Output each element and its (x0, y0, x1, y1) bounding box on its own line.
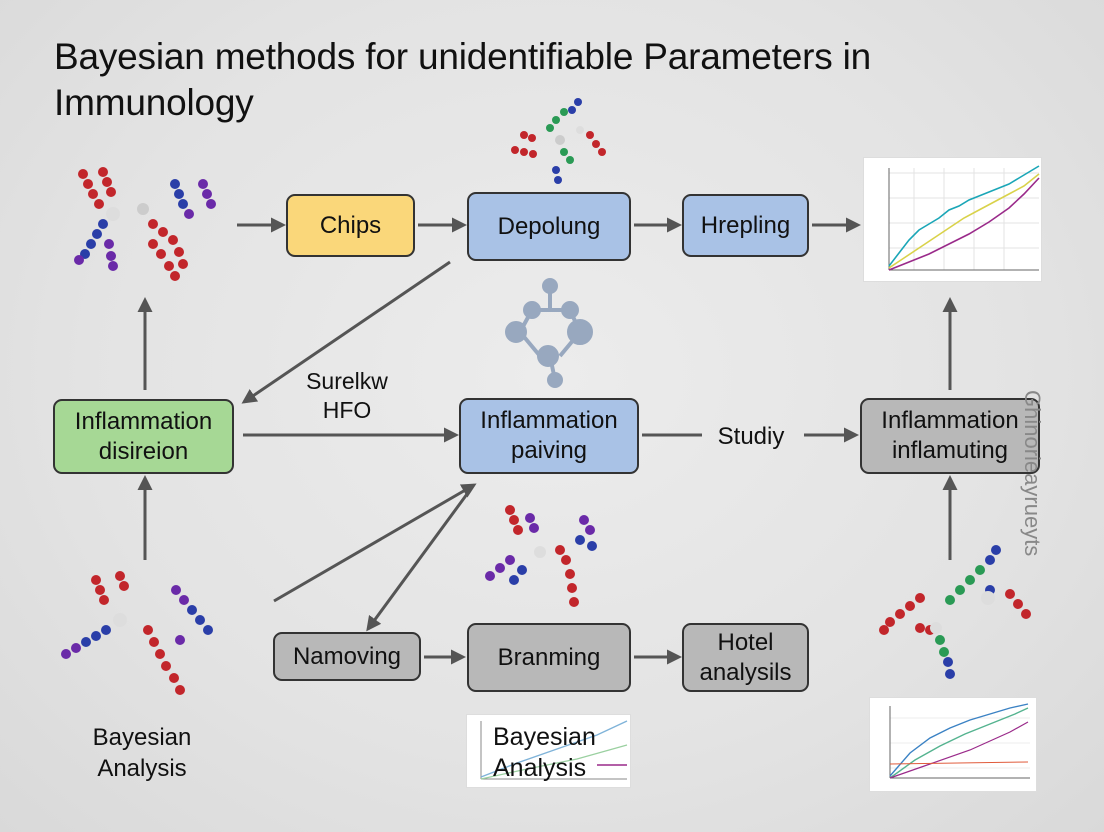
node-inflammation-left: Inflammation disireion (53, 399, 234, 474)
molecule-icon (505, 278, 593, 388)
bottom-center-label: Bayesian Analysis (493, 723, 596, 782)
node-inflammation-right: Inflammation inflamuting (860, 398, 1040, 474)
edge-label-surelkw: Surelkw HFO (306, 368, 388, 423)
line-chart-thumbnail (466, 714, 631, 788)
arrow-to-namoving (366, 489, 472, 632)
arrow-depolung-to-infl-left (241, 260, 451, 404)
edge-label-studiy: Studiy (717, 423, 785, 450)
node-hrepling: Hrepling (682, 194, 809, 257)
node-depolung: Depolung (467, 192, 631, 261)
line-chart-thumbnail (863, 157, 1042, 282)
arrow-to-infl-center (273, 483, 477, 603)
bottom-left-label: Bayesian Analysis (92, 724, 192, 782)
line-chart-thumbnail (869, 697, 1037, 792)
node-hotel-analysis: Hotel analysils (682, 623, 809, 692)
thumb-chart-svg-2 (889, 703, 1030, 779)
node-branming: Branming (467, 623, 631, 692)
antibody-icon (879, 545, 1031, 679)
page-title: Bayesian methods for unidentifiable Para… (54, 36, 871, 123)
thumb-chart-svg-3 (480, 720, 628, 780)
antibody-icon (485, 505, 597, 607)
antibody-icon (61, 571, 213, 695)
thumb-chart-svg (888, 165, 1040, 271)
antibody-icon (511, 98, 606, 184)
antibody-icon (74, 167, 216, 281)
node-namoving: Namoving (273, 632, 421, 681)
node-chips: Chips (286, 194, 415, 257)
node-inflammation-center: Inflammation paiving (459, 398, 639, 474)
